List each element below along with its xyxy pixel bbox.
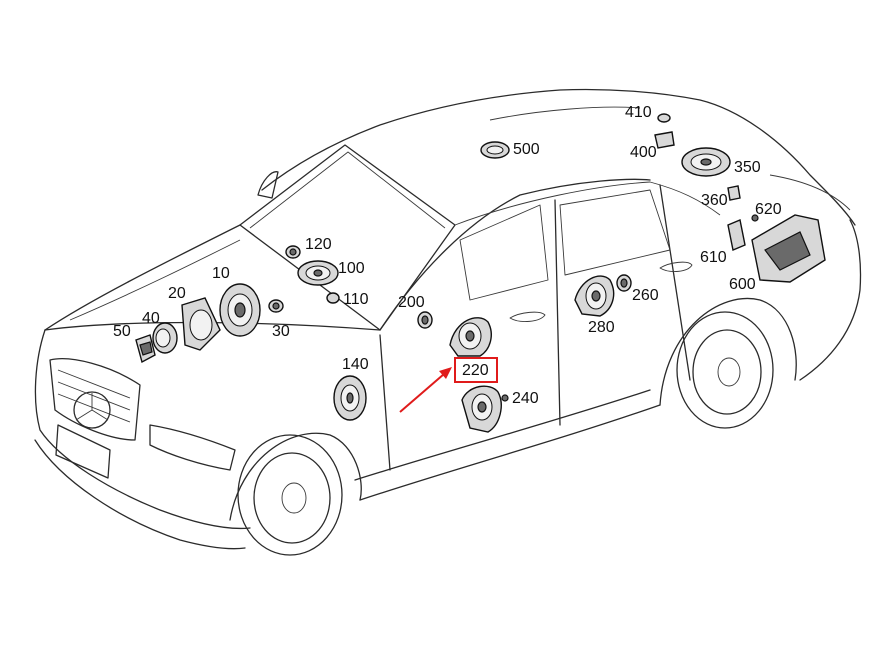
callout-50: 50	[113, 323, 131, 340]
callout-260: 260	[632, 287, 659, 304]
car-outline	[34, 88, 862, 556]
speaker-350	[681, 147, 731, 177]
clip-620	[751, 214, 759, 222]
callout-labels: 10 20 30 40 50 100 110 120 140 200 220 2…	[113, 104, 782, 407]
speaker-220	[449, 317, 492, 357]
tweeter-40	[152, 322, 178, 354]
callout-200: 200	[398, 294, 425, 311]
highlight-box	[454, 357, 498, 383]
bracket-50	[135, 334, 156, 364]
clip-30	[268, 299, 284, 313]
speaker-240	[461, 385, 509, 433]
callout-400: 400	[630, 144, 657, 161]
speaker-140	[333, 375, 367, 421]
callout-100: 100	[338, 260, 365, 277]
speaker-280	[574, 275, 615, 317]
highlight-arrow	[399, 373, 445, 413]
callout-410: 410	[625, 104, 652, 121]
subwoofer-600	[751, 214, 826, 283]
callout-350: 350	[734, 159, 761, 176]
highlight-220	[399, 357, 498, 413]
bracket-400	[654, 131, 675, 149]
callout-620: 620	[755, 201, 782, 218]
callout-360: 360	[701, 192, 728, 209]
callout-280: 280	[588, 319, 615, 336]
callout-30: 30	[272, 323, 290, 340]
callout-120: 120	[305, 236, 332, 253]
bracket-610	[727, 219, 746, 251]
tweeter-120	[285, 245, 301, 259]
callout-40: 40	[142, 310, 160, 327]
speaker-10	[219, 283, 261, 337]
highlight-arrowhead	[439, 367, 452, 379]
callout-140: 140	[342, 356, 369, 373]
clip-410	[657, 113, 671, 123]
callout-500: 500	[513, 141, 540, 158]
callout-10: 10	[212, 265, 230, 282]
speaker-parts	[135, 113, 826, 433]
callout-240: 240	[512, 390, 539, 407]
callout-20: 20	[168, 285, 186, 302]
callout-610: 610	[700, 249, 727, 266]
speaker-20	[181, 297, 221, 351]
callout-110: 110	[343, 291, 369, 308]
tweeter-260	[616, 274, 632, 292]
clip-110	[326, 292, 340, 304]
speaker-100	[297, 260, 339, 286]
callout-220: 220	[462, 362, 489, 379]
speaker-500	[480, 141, 510, 159]
tweeter-200	[417, 311, 433, 329]
clip-360	[727, 185, 741, 201]
callout-600: 600	[729, 276, 756, 293]
